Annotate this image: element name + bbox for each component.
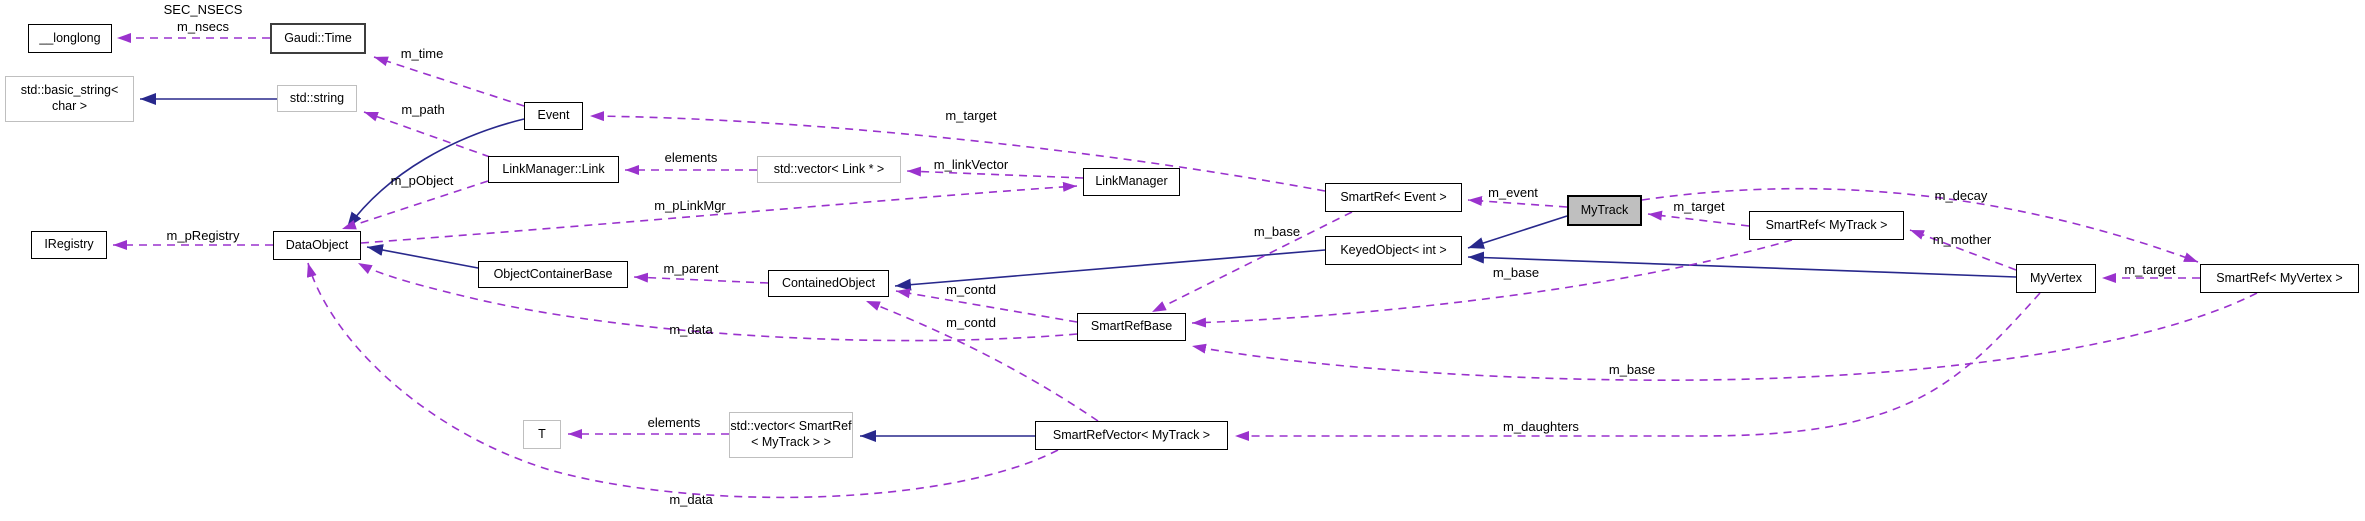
class-node-label: LinkManager [1095, 174, 1168, 189]
usage-arrow-link-to-string-m-path [363, 111, 491, 158]
edge-label-smartrefmytrack-to-smartrefbase-m-base: m_base [1493, 265, 1539, 280]
class-node-label: SmartRef< MyTrack > [1765, 217, 1888, 232]
class-node-smartref-event[interactable]: SmartRef< Event > [1325, 183, 1462, 212]
class-node-label: ObjectContainerBase [493, 266, 613, 281]
class-node-dataobject[interactable]: DataObject [273, 231, 361, 260]
inheritance-arrow-keyedobject-to-containedobject-inherit [894, 249, 1326, 291]
class-node-event[interactable]: Event [524, 102, 583, 130]
class-node-std-string: std::string [277, 85, 357, 112]
edge-label-mytrack-to-smartrefevent-m-event: m_event [1488, 185, 1538, 200]
usage-arrow-smartrefmytrack-to-mytrack-m-target [1647, 210, 1750, 227]
class-node-label: std::basic_string< [20, 83, 119, 98]
class-node-label: Gaudi::Time [284, 30, 352, 45]
edge-label-vectorlink-to-link-elements: elements [665, 150, 718, 165]
usage-arrow-smartrefmyvertex-to-smartrefbase-m-base [1191, 292, 2258, 381]
usage-arrow-mytrack-to-smartrefmyvertex-m-decay [1641, 187, 2199, 263]
class-node-mytrack: MyTrack [1567, 195, 1642, 226]
class-node-label: KeyedObject< int > [1340, 242, 1447, 257]
class-node-basic-string: std::basic_string<char > [5, 76, 134, 122]
usage-arrow-dataobject-to-linkmanager-m-plinkmgr [360, 181, 1078, 244]
edge-label-dataobject-to-iregistry-m-pregistry: m_pRegistry [167, 228, 240, 243]
class-node-smartrefvector-mytrack[interactable]: SmartRefVector< MyTrack > [1035, 421, 1228, 450]
class-node-linkmanager[interactable]: LinkManager [1083, 168, 1180, 196]
edge-label-smartrefmyvertex-to-myvertex-m-target: m_target [2124, 262, 2176, 277]
edge-label-mytrack-to-smartrefmyvertex-m-decay: m_decay [1935, 188, 1988, 203]
class-node-iregistry[interactable]: IRegistry [31, 231, 107, 259]
edge-label-linkmanager-to-vectorlink-m-linkvector: m_linkVector [934, 157, 1009, 172]
class-node-keyedobject-int[interactable]: KeyedObject< int > [1325, 236, 1462, 265]
usage-arrow-mytrack-to-smartrefevent-m-event [1467, 195, 1568, 208]
usage-arrow-smartrefvector-to-containedobject-m-contd [865, 300, 1099, 422]
class-node-label: MyTrack [1580, 202, 1629, 217]
class-node-label: < MyTrack > > [751, 435, 831, 449]
edge-label-dataobject-to-linkmanager-m-plinkmgr: m_pLinkMgr [654, 198, 726, 213]
inheritance-arrow-objectcontainerbase-to-dataobject-inherit [366, 244, 479, 269]
class-node-label: IRegistry [44, 237, 94, 252]
edge-label-smartrefevent-to-event-m-target: m_target [945, 108, 997, 123]
inheritance-arrow-event-to-dataobject-inherit [346, 118, 525, 229]
class-node-label: SmartRef< Event > [1340, 189, 1447, 204]
usage-arrow-smartrefbase-to-dataobject-m-data [357, 262, 1078, 342]
class-node-label: LinkManager::Link [502, 161, 605, 176]
edge-label-vectorsmartref-to-t-elements: elements [648, 415, 701, 430]
class-node-label: Event [537, 108, 570, 123]
usage-arrow-containedobject-to-objectcontainerbase-m-parent [633, 272, 769, 284]
usage-arrow-event-to-gauditime-m-time [373, 56, 525, 107]
usage-arrow-smartrefmytrack-to-smartrefbase-m-base [1191, 239, 1793, 328]
usage-arrow-myvertex-to-smartrefmytrack-m-mother [1909, 229, 2017, 271]
edge-label-smartrefbase-to-dataobject-m-data: m_data [669, 322, 713, 337]
inheritance-arrow-myvertex-to-keyedobject-inherit [1467, 251, 2017, 278]
class-node-t: T [523, 420, 561, 449]
usage-arrow-smartrefevent-to-event-m-target [589, 111, 1326, 192]
usage-arrow-myvertex-to-smartrefvector-m-daughters [1235, 292, 2041, 441]
usage-arrow-smartrefbase-to-containedobject-m-contd [895, 288, 1078, 323]
edge-label-containedobject-to-objectcontainerbase-m-parent: m_parent [664, 261, 719, 276]
class-node-label: char > [51, 99, 88, 113]
usage-arrow-smartrefevent-to-smartrefbase-m-base [1151, 211, 1353, 313]
class-node-label: std::vector< Link * > [773, 161, 885, 176]
class-node-smartref-mytrack[interactable]: SmartRef< MyTrack > [1749, 211, 1904, 240]
class-node-label: std::vector< SmartRef [730, 419, 852, 434]
class-node-label: std::string [289, 90, 345, 105]
edge-label-event-to-gauditime-m-time: m_time [401, 46, 444, 61]
edge-label-myvertex-to-smartrefvector-m-daughters: m_daughters [1503, 419, 1579, 434]
class-node-containedobject[interactable]: ContainedObject [768, 270, 889, 297]
class-node-label: T [538, 426, 546, 441]
class-node-linkmanager-link[interactable]: LinkManager::Link [488, 156, 619, 183]
class-node-longlong[interactable]: __longlong [28, 24, 112, 53]
class-node-smartref-myvertex[interactable]: SmartRef< MyVertex > [2200, 264, 2359, 293]
edge-label-link-to-string-m-path: m_path [401, 102, 444, 117]
usage-arrow-linkmanager-to-vectorlink-m-linkvector [906, 166, 1084, 179]
usage-arrow-link-to-dataobject-m-pobject [341, 180, 489, 230]
class-node-label: MyVertex [2029, 270, 2083, 285]
class-node-label: SmartRefBase [1090, 319, 1173, 334]
class-node-label: __longlong [39, 30, 101, 45]
edge-label-smartrefevent-to-smartrefbase-m-base: m_base [1254, 224, 1300, 239]
edge-label-myvertex-to-smartrefmytrack-m-mother: m_mother [1933, 232, 1992, 247]
inheritance-arrow-mytrack-to-keyedobject-inherit [1467, 215, 1568, 249]
class-node-objectcontainerbase[interactable]: ObjectContainerBase [478, 261, 628, 288]
edge-label-smartrefmyvertex-to-smartrefbase-m-base: m_base [1609, 362, 1655, 377]
edge-label-smartrefmytrack-to-mytrack-m-target: m_target [1673, 199, 1725, 214]
class-node-label: SmartRefVector< MyTrack > [1052, 427, 1211, 442]
class-node-label: ContainedObject [781, 275, 876, 290]
class-node-vector-smartref-mytrack: std::vector< SmartRef< MyTrack > > [729, 412, 853, 458]
class-node-label: SmartRef< MyVertex > [2216, 270, 2343, 285]
edge-label-link-to-dataobject-m-pobject: m_pObject [391, 173, 454, 188]
class-node-gaudi-time[interactable]: Gaudi::Time [270, 23, 366, 54]
class-node-vector-link: std::vector< Link * > [757, 156, 901, 183]
edge-label-smartrefvector-to-dataobject-m-data: m_data [669, 492, 713, 507]
usage-arrow-smartrefvector-to-dataobject-m-data [306, 262, 1059, 499]
class-node-label: DataObject [285, 237, 349, 252]
edge-label-smartrefbase-to-containedobject-m-contd: m_contd [946, 282, 996, 297]
class-node-smartrefbase[interactable]: SmartRefBase [1077, 313, 1186, 341]
edge-label-smartrefvector-to-containedobject-m-contd: m_contd [946, 315, 996, 330]
class-node-myvertex[interactable]: MyVertex [2016, 264, 2096, 293]
